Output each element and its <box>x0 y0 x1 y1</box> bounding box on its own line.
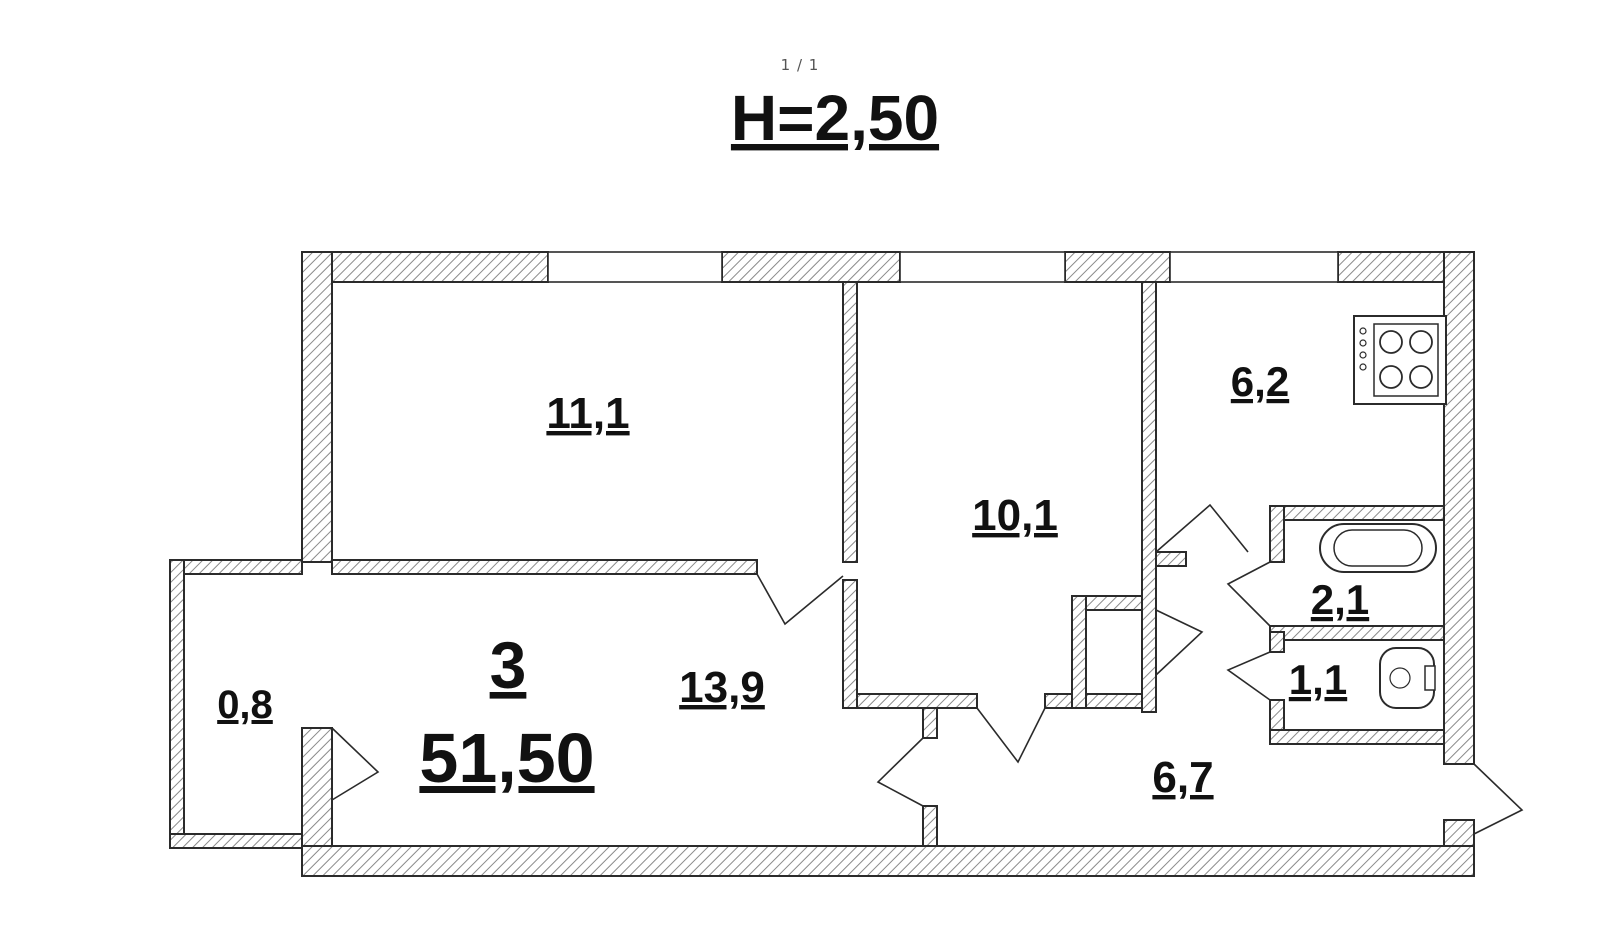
balcony <box>169 559 303 849</box>
room-area-bathroom: 2,1 <box>1311 576 1369 623</box>
interior-walls <box>331 281 1445 847</box>
stove-icon <box>1353 315 1447 405</box>
total-area-label: 51,50 <box>419 719 594 797</box>
room-area-hallway: 6,7 <box>1152 753 1213 802</box>
ceiling-height-label: H=2,50 <box>731 82 939 154</box>
toilet-icon <box>1379 647 1436 709</box>
room-area-toilet: 1,1 <box>1289 656 1347 703</box>
room-area-large: 11,1 <box>546 389 629 438</box>
room-area-living: 13,9 <box>679 663 765 712</box>
rooms-count-label: 3 <box>490 628 527 702</box>
windows <box>547 251 1339 283</box>
doors <box>331 503 1524 835</box>
bathtub-icon <box>1319 523 1437 573</box>
room-area-kitchen: 6,2 <box>1231 358 1289 405</box>
page-indicator: 1 / 1 <box>780 56 820 74</box>
outer-walls <box>301 251 1475 877</box>
room-area-middle: 10,1 <box>972 491 1058 540</box>
room-area-balcony: 0,8 <box>217 683 273 727</box>
